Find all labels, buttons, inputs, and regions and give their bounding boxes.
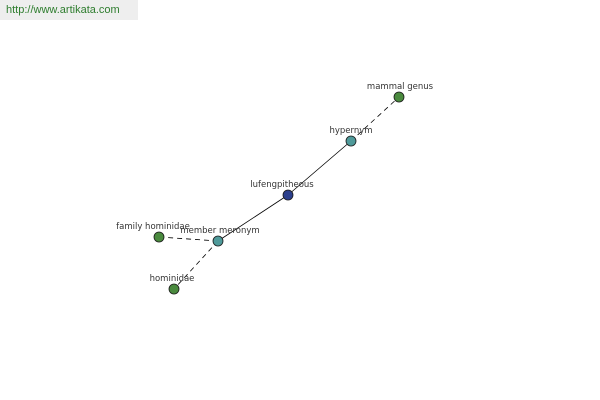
node-member-meronym[interactable]: [212, 235, 224, 247]
edge-member-meronym-to-hominidae: [173, 240, 219, 290]
edge-lufengpitheous-to-hypernym: [287, 140, 352, 196]
node-lufengpitheous[interactable]: [282, 189, 294, 201]
node-label-member-meronym[interactable]: member meronym: [180, 226, 259, 236]
node-family-hominidae[interactable]: [153, 231, 165, 243]
edge-member-meronym-to-family-hominidae: [158, 236, 219, 242]
edge-hypernym-to-mammal-genus: [350, 96, 400, 142]
node-label-hominidae[interactable]: hominidae: [150, 274, 195, 284]
node-hominidae[interactable]: [168, 283, 180, 295]
node-mammal-genus[interactable]: [393, 91, 405, 103]
site-url-text[interactable]: http://www.artikata.com: [6, 4, 120, 16]
url-banner: http://www.artikata.com: [0, 0, 138, 20]
node-label-family-hominidae[interactable]: family hominidae: [116, 222, 190, 232]
node-label-hypernym[interactable]: hypernym: [329, 126, 372, 136]
node-label-lufengpitheous[interactable]: lufengpitheous: [250, 180, 314, 190]
node-label-mammal-genus[interactable]: mammal genus: [367, 82, 434, 92]
node-hypernym[interactable]: [345, 135, 357, 147]
edge-lufengpitheous-to-member-meronym: [217, 194, 289, 242]
